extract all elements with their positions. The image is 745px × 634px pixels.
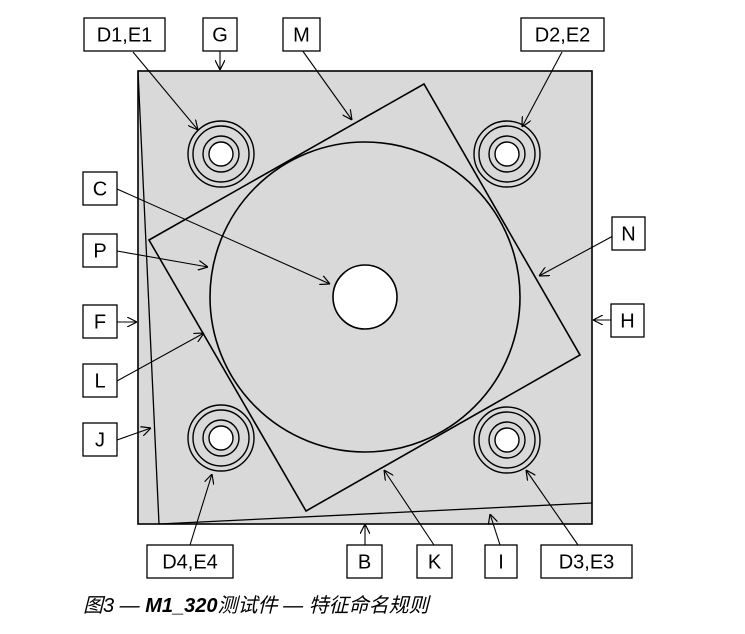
svg-text:B: B — [358, 552, 371, 574]
center-hole-c — [332, 264, 398, 330]
leader-k — [384, 470, 435, 546]
svg-text:G: G — [212, 25, 228, 47]
corner-hole-d4e4 — [187, 404, 255, 472]
svg-text:L: L — [94, 371, 105, 393]
leader-j — [116, 428, 151, 441]
leader-i — [490, 514, 501, 546]
leader-p — [116, 250, 208, 267]
leader-m — [301, 49, 352, 120]
rotated-square-m — [147, 82, 582, 513]
svg-text:M: M — [293, 25, 310, 47]
label-k: K — [416, 544, 453, 579]
label-d2e2: D2,E2 — [520, 17, 605, 52]
leader-d3e3 — [526, 470, 579, 546]
label-m: M — [282, 17, 321, 52]
caption-suffix: 测试件 — 特征命名规则 — [217, 595, 429, 617]
leader-c — [116, 188, 330, 284]
label-c: C — [82, 171, 118, 206]
corner-hole-d1e1 — [187, 120, 255, 188]
label-i: I — [484, 544, 518, 579]
label-j: J — [82, 422, 118, 457]
svg-text:F: F — [94, 312, 106, 334]
svg-text:N: N — [621, 224, 635, 246]
svg-text:I: I — [498, 552, 504, 574]
svg-text:K: K — [428, 552, 442, 574]
label-b: B — [346, 544, 383, 579]
large-circle-p — [209, 141, 521, 453]
figure-caption: 图3 — M1_320测试件 — 特征命名规则 — [83, 589, 429, 618]
svg-text:C: C — [93, 179, 107, 201]
label-g: G — [202, 17, 238, 52]
slanted-edge-i — [158, 502, 593, 525]
label-n: N — [611, 216, 646, 251]
leader-d1e1 — [132, 51, 198, 130]
label-d1e1: D1,E1 — [83, 17, 166, 52]
label-h: H — [610, 303, 645, 338]
leader-n — [539, 235, 614, 276]
svg-text:D2,E2: D2,E2 — [535, 25, 591, 47]
svg-text:P: P — [93, 241, 106, 263]
label-d3e3: D3,E3 — [540, 544, 633, 579]
slanted-edge-j — [137, 70, 160, 525]
leader-lines — [116, 49, 614, 546]
caption-part-code: M1_320 — [145, 595, 218, 617]
corner-hole-d3e3 — [473, 406, 541, 474]
leader-d4e4 — [189, 474, 212, 546]
svg-text:H: H — [620, 311, 634, 333]
svg-text:D4,E4: D4,E4 — [162, 552, 218, 574]
leader-l — [116, 333, 204, 382]
label-d4e4: D4,E4 — [146, 544, 234, 579]
corner-hole-d2e2 — [473, 120, 541, 188]
svg-text:D3,E3: D3,E3 — [559, 552, 615, 574]
label-l: L — [82, 363, 118, 398]
svg-text:J: J — [95, 430, 105, 452]
label-f: F — [82, 304, 118, 339]
svg-text:D1,E1: D1,E1 — [97, 25, 153, 47]
caption-prefix: 图3 — — [83, 595, 146, 617]
leader-d2e2 — [522, 51, 563, 127]
label-p: P — [82, 233, 118, 268]
